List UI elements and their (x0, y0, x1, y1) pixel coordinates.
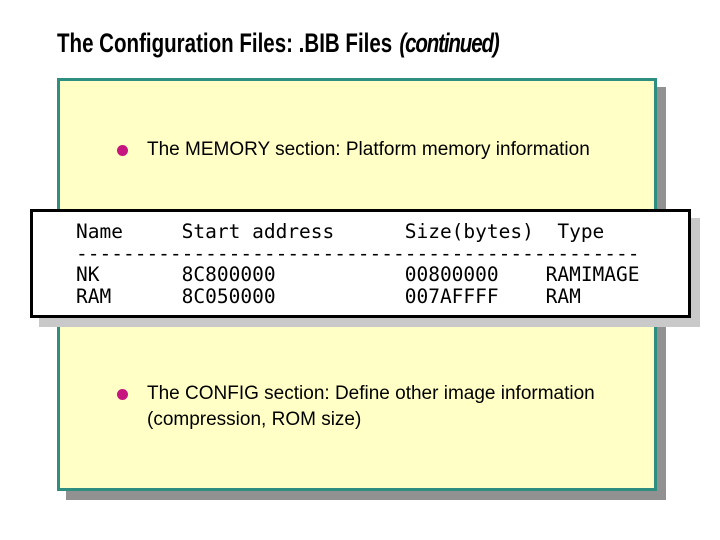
bullet-icon (117, 389, 128, 400)
slide-title: The Configuration Files: .BIB Files (con… (57, 26, 500, 60)
memory-table-text: Name Start address Size(bytes) Type ----… (76, 220, 640, 308)
memory-table-box: Name Start address Size(bytes) Type ----… (30, 209, 691, 318)
bullet-item-memory: The MEMORY section: Platform memory info… (117, 137, 647, 163)
bullet-item-config: The CONFIG section: Define other image i… (117, 381, 647, 433)
bullet-memory-label: The MEMORY section: Platform memory info… (147, 139, 590, 160)
slide-title-main: The Configuration Files: .BIB Files (57, 28, 398, 58)
bullet-config-label: The CONFIG section: Define other image i… (147, 383, 595, 430)
slide-title-continued: (continued) (399, 28, 499, 58)
bullet-icon (117, 145, 128, 156)
